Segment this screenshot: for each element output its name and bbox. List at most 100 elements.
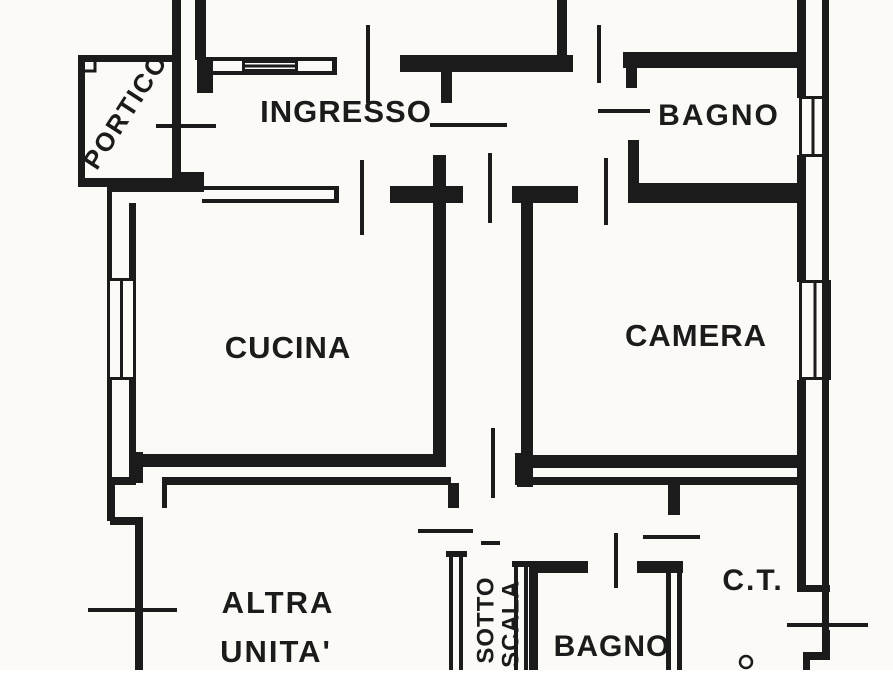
door-dash <box>488 153 492 223</box>
room-label-camera: CAMERA <box>625 318 767 353</box>
wall-segment <box>129 203 136 280</box>
wall-segment <box>666 573 671 670</box>
door-dash <box>481 541 500 545</box>
wall-segment <box>528 477 804 485</box>
wall-segment <box>441 72 452 103</box>
wall-segment <box>433 155 446 467</box>
wall-segment <box>803 652 810 670</box>
wall-segment <box>162 480 167 508</box>
window-symbol <box>120 278 123 380</box>
wall-segment <box>107 485 115 521</box>
window-symbol <box>242 60 298 63</box>
wall-segment <box>626 68 637 88</box>
wall-segment <box>524 561 528 670</box>
window-symbol <box>107 278 110 380</box>
room-label-bagno-top: BAGNO <box>658 99 780 132</box>
wall-segment <box>400 55 573 72</box>
room-label-portico: PORTICO <box>77 47 174 174</box>
room-label-bagno-bottom: BAGNO <box>554 630 671 663</box>
window-symbol <box>133 278 136 380</box>
wall-segment <box>448 483 459 508</box>
room-label-ingresso: INGRESSO <box>260 94 432 129</box>
door-dash <box>156 124 216 128</box>
wall-segment <box>390 186 463 203</box>
wall-segment <box>195 0 206 60</box>
wall-segment <box>107 185 112 280</box>
window-symbol <box>824 96 827 157</box>
wall-segment <box>449 551 453 670</box>
wall-segment <box>514 561 518 670</box>
doors-layer <box>88 25 868 627</box>
wall-segment <box>623 52 804 68</box>
door-dash <box>418 529 473 533</box>
wall-segment <box>797 585 830 592</box>
door-dash <box>604 158 608 225</box>
door-dash <box>88 608 177 612</box>
wall-segment <box>515 455 804 468</box>
window-symbol <box>242 64 298 68</box>
wall-segment <box>529 561 588 573</box>
wall-segment <box>529 561 538 670</box>
wall-segment <box>129 380 136 478</box>
walls-layer <box>78 0 830 670</box>
wall-segment <box>822 0 829 630</box>
window-symbol <box>242 60 245 72</box>
room-label-altra-unita-2: UNITA' <box>220 634 332 669</box>
window-symbol <box>813 280 817 380</box>
wall-segment <box>197 60 213 93</box>
wall-segment <box>637 561 683 573</box>
door-dash <box>491 428 495 498</box>
window-symbol <box>242 69 298 72</box>
window-symbol <box>799 154 827 157</box>
wall-segment <box>107 378 112 482</box>
wall-segment <box>446 551 467 557</box>
window-symbol <box>828 280 831 380</box>
wall-segment <box>172 0 181 186</box>
window-symbol <box>799 96 802 157</box>
wall-segment <box>797 0 806 98</box>
room-label-sotto-scala-1: SOTTO <box>472 576 499 663</box>
wall-segment <box>512 561 535 567</box>
room-label-altra-unita-1: ALTRA <box>222 585 335 620</box>
wall-segment <box>628 140 639 185</box>
door-dash <box>643 535 700 539</box>
wall-segment <box>197 71 336 75</box>
pillar-box <box>80 56 97 73</box>
wall-segment <box>131 454 441 467</box>
wall-segment <box>202 186 338 190</box>
wall-segment <box>135 517 143 670</box>
windows-layer <box>107 60 831 380</box>
door-dash <box>598 109 650 113</box>
wall-segment <box>180 172 204 192</box>
room-label-cucina: CUCINA <box>225 330 352 365</box>
wall-segment <box>332 57 337 75</box>
window-symbol <box>799 377 831 380</box>
window-symbol <box>107 278 136 281</box>
door-dash <box>366 25 370 103</box>
wall-segment <box>107 477 136 485</box>
door-dash <box>787 623 868 627</box>
window-symbol <box>799 280 831 283</box>
window-symbol <box>811 96 815 157</box>
wall-segment <box>78 55 177 62</box>
wall-segment <box>628 183 804 203</box>
wall-segment <box>803 652 830 660</box>
wall-segment <box>521 203 533 457</box>
wall-segment <box>677 573 682 670</box>
door-dash <box>360 160 364 235</box>
door-dash <box>597 25 601 83</box>
window-symbol <box>799 96 827 99</box>
details-layer <box>80 56 754 670</box>
wall-segment <box>512 186 578 203</box>
wall-segment <box>162 477 451 485</box>
room-label-sotto-scala-2: SCALA <box>497 580 524 668</box>
wall-segment <box>822 630 830 655</box>
window-symbol <box>295 60 298 72</box>
wall-segment <box>78 55 85 187</box>
wall-segment <box>668 481 680 515</box>
wall-segment <box>202 199 338 203</box>
door-dash <box>430 123 507 127</box>
wall-segment <box>459 551 463 670</box>
